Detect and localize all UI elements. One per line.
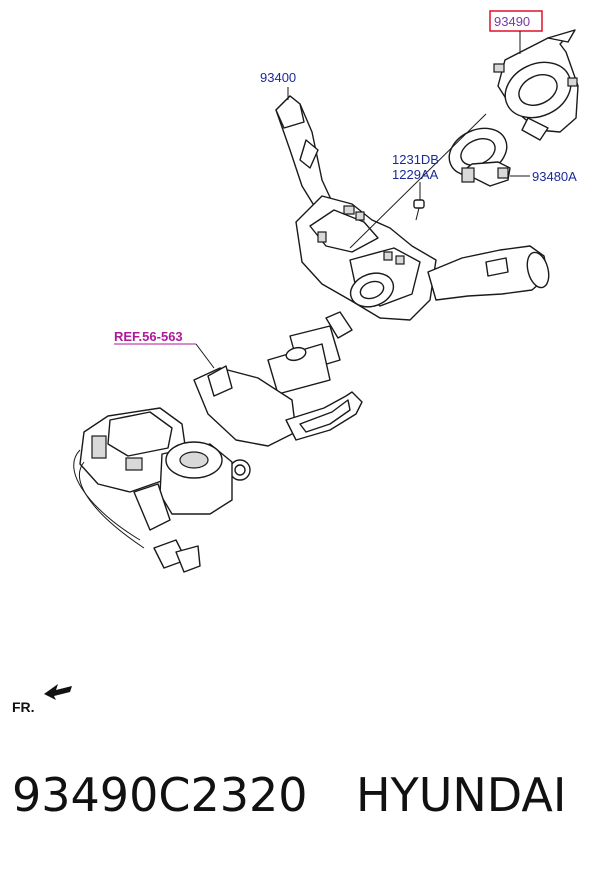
part-number: 93490C2320: [12, 768, 308, 822]
multifunction-switch-body: [295, 195, 437, 321]
steering-column-diagram: 93490 93400 1231DB 1229AA 93480A REF.56-…: [12, 10, 579, 715]
clock-spring-part: [493, 29, 579, 141]
bolt-part: [413, 199, 425, 221]
steering-shaft-part: [267, 113, 487, 395]
label-93480a: 93480A: [532, 169, 577, 184]
label-93490: 93490: [494, 14, 530, 29]
wiper-lever-part: [275, 95, 335, 213]
eps-motor-part: [73, 407, 233, 573]
label-reference: REF.56-563: [114, 329, 183, 344]
front-arrow-icon: [44, 684, 72, 700]
column-housing-part: [193, 365, 363, 481]
label-front: FR.: [12, 699, 35, 715]
light-lever-part: [427, 245, 550, 301]
highlight-box: [489, 10, 543, 32]
brand-name: HYUNDAI: [356, 768, 567, 822]
angle-sensor-part: [448, 127, 511, 187]
label-93400: 93400: [260, 70, 296, 85]
label-1231db: 1231DB: [392, 152, 439, 167]
part-caption: 93490C2320 HYUNDAI: [12, 768, 592, 838]
label-1229aa: 1229AA: [392, 167, 439, 182]
